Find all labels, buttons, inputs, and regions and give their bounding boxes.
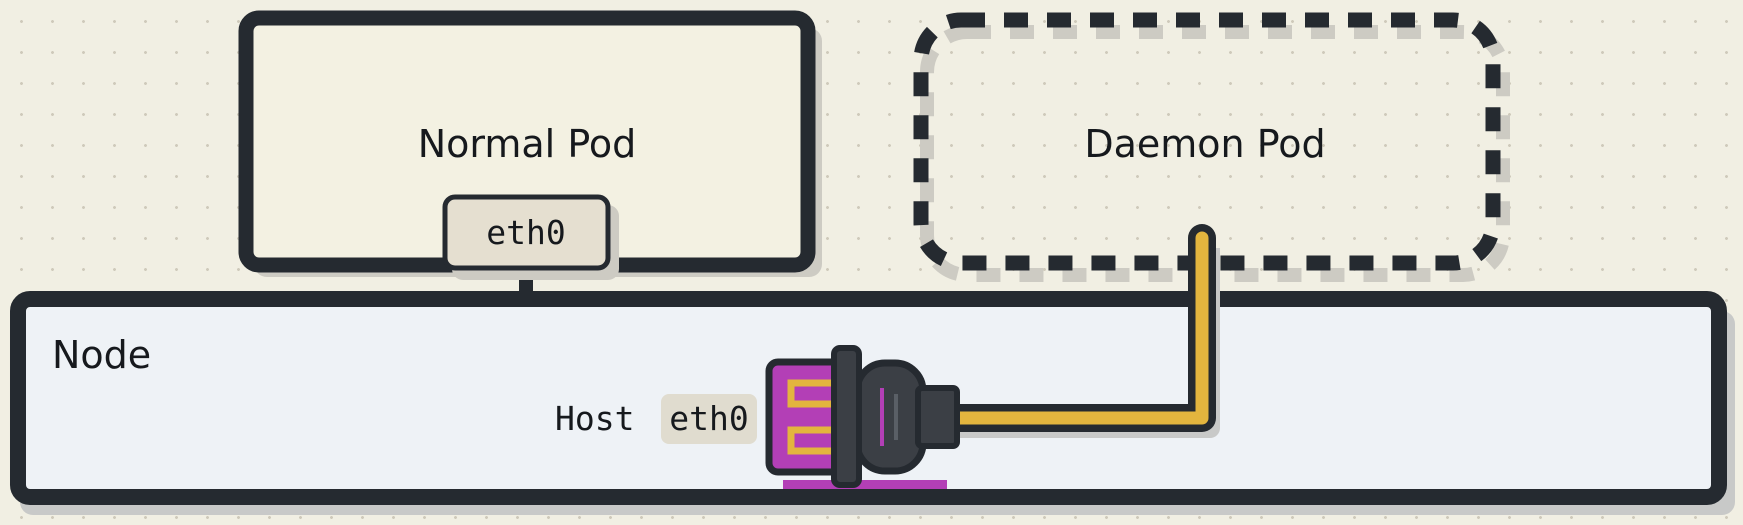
cable-core bbox=[933, 231, 1209, 425]
pod-eth0-label: eth0 bbox=[486, 213, 565, 252]
ethernet-plug-icon bbox=[765, 345, 960, 489]
daemon-pod-label: Daemon Pod bbox=[1084, 122, 1325, 166]
plug-pin-bottom bbox=[787, 426, 839, 455]
normal-pod: Normal Pod bbox=[238, 10, 822, 277]
host-network-cable bbox=[926, 224, 1220, 438]
plug-collar bbox=[831, 345, 862, 488]
pod-eth0-interface: eth0 bbox=[442, 194, 619, 280]
plug-boot bbox=[853, 359, 927, 475]
plug-pin-top bbox=[787, 379, 839, 408]
plug-base-bar bbox=[783, 480, 947, 489]
pod-eth0-box bbox=[442, 194, 611, 271]
plug-cable-strain-relief bbox=[915, 385, 960, 449]
node-label: Node bbox=[52, 333, 151, 377]
normal-pod-label: Normal Pod bbox=[418, 122, 637, 166]
host-label: Host bbox=[555, 399, 634, 438]
host-eth0-label: eth0 bbox=[669, 399, 748, 438]
host-eth0-chip bbox=[661, 394, 757, 444]
